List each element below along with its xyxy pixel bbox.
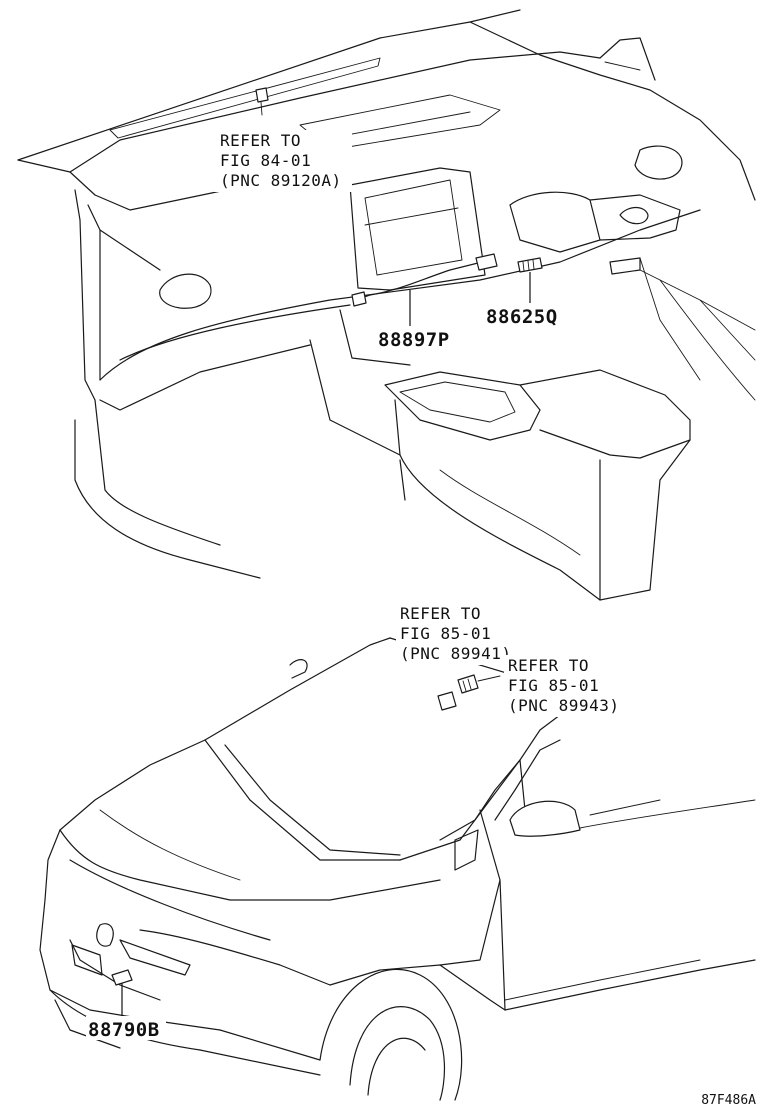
label-bg-88790B — [86, 1016, 166, 1040]
label-bg-88625Q — [484, 303, 578, 327]
interior-leader-lines — [409, 272, 531, 326]
part-number-88897P: 88897P — [378, 329, 450, 351]
fig-reference-text: FIG 84-01 — [220, 151, 311, 170]
refer-fig-85-01-callout-a: REFER TO FIG 85-01 (PNC 89941) — [396, 603, 520, 665]
car-exterior-illustration — [39, 637, 756, 1101]
pnc-reference-text: (PNC 89120A) — [220, 171, 342, 190]
fig-reference-text: FIG 85-01 — [508, 676, 599, 695]
dashboard-illustration — [17, 9, 756, 601]
part-number-88625Q: 88625Q — [486, 306, 558, 328]
figure-code: 87F486A — [701, 1093, 756, 1108]
refer-fig-85-01-callout-b: REFER TO FIG 85-01 (PNC 89943) — [504, 655, 630, 717]
refer-to-text: REFER TO — [508, 656, 589, 675]
pnc-reference-text: (PNC 89941) — [400, 644, 511, 663]
label-bg-88897P — [376, 326, 458, 350]
refer-to-text: REFER TO — [400, 604, 481, 623]
part-number-88790B: 88790B — [88, 1019, 160, 1041]
pnc-reference-text: (PNC 89943) — [508, 696, 619, 715]
callout-background — [504, 655, 630, 717]
callout-background — [214, 130, 352, 192]
refer-fig-84-01-callout: REFER TO FIG 84-01 (PNC 89120A) — [214, 130, 352, 192]
fig-reference-text: FIG 85-01 — [400, 624, 491, 643]
callout-background — [396, 603, 520, 665]
refer-to-text: REFER TO — [220, 131, 301, 150]
